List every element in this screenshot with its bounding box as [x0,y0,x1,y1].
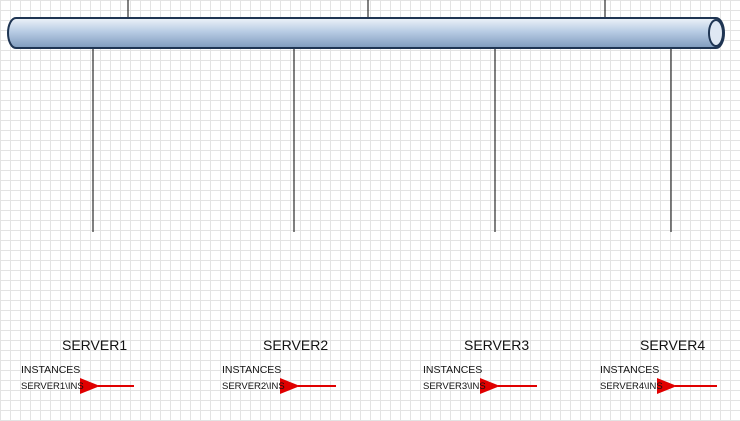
instances-heading: INSTANCES [600,364,660,376]
instance-name: SERVER3\INS [423,381,486,392]
network-bus [7,17,725,49]
instances-heading: INSTANCES [21,364,81,376]
instances-heading: INSTANCES [222,364,282,376]
instance-name: SERVER2\INS [222,381,285,392]
instances-heading: INSTANCES [423,364,483,376]
server-name: SERVER1 [62,337,128,353]
instance-name: SERVER4\INS [600,381,663,392]
server-name: SERVER3 [464,337,530,353]
server-name: SERVER2 [263,337,329,353]
instance-name: SERVER1\INS [21,381,84,392]
server-name: SERVER4 [640,337,706,353]
